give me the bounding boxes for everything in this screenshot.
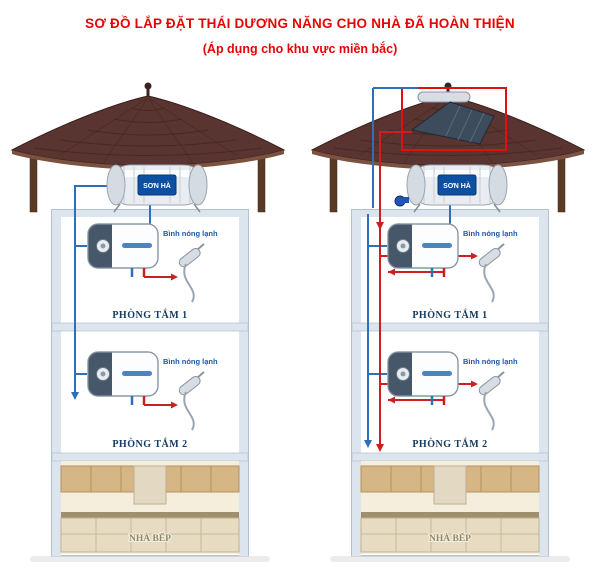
- flow-arrow-down: [364, 440, 372, 448]
- cold-feed-pipe: [372, 87, 418, 208]
- shower: [178, 371, 205, 431]
- floor-slab: [351, 452, 549, 462]
- collector-manifold: [417, 91, 471, 103]
- shower: [478, 371, 505, 431]
- house-right: NHÀ BẾP: [310, 82, 586, 562]
- floor-slab: [51, 452, 249, 462]
- solar-collector: [401, 87, 507, 151]
- house-left: NHÀ BẾP: [10, 82, 286, 562]
- roof-finial: [144, 82, 152, 90]
- tank-stand: [113, 203, 201, 213]
- shower-hose: [483, 391, 495, 431]
- room-label: PHÒNG TẮM 1: [412, 308, 487, 321]
- tank-stand: [413, 203, 501, 213]
- range-hood: [133, 465, 167, 505]
- bathroom-1-right: Bình nóng lạnh PHÒNG TẮM 1: [387, 223, 518, 321]
- floor-slab: [351, 322, 549, 332]
- cold-pipe-main: [367, 214, 387, 440]
- shower-head: [178, 247, 201, 268]
- shower-hose: [183, 263, 195, 303]
- heater-label: Bình nóng lạnh: [163, 229, 218, 238]
- flow-arrow-down: [376, 222, 384, 230]
- flow-arrow-left: [388, 396, 395, 404]
- eave-board: [12, 150, 284, 170]
- room-label: PHÒNG TẮM 2: [412, 437, 487, 450]
- kitchen-label: NHÀ BẾP: [129, 531, 171, 544]
- lower-cabinets: [60, 517, 240, 553]
- shower-head: [178, 375, 201, 396]
- collector-panel: [410, 101, 495, 145]
- flow-arrow-down: [376, 444, 384, 452]
- ground-shadow: [330, 556, 570, 562]
- flow-arrow-left: [388, 268, 395, 276]
- water-heater: [87, 223, 159, 277]
- flow-arrow-down: [71, 392, 79, 400]
- kitchen-right: NHÀ BẾP: [360, 461, 540, 554]
- pavilion-post: [29, 151, 38, 213]
- solar-tank-right: SƠN HÀ: [394, 164, 508, 213]
- page-title: SƠ ĐỒ LẮP ĐẶT THÁI DƯƠNG NĂNG CHO NHÀ ĐÃ…: [85, 16, 515, 31]
- room-label: PHÒNG TẮM 2: [112, 437, 187, 450]
- roof-tile-rows: [33, 107, 263, 156]
- heater-label: Bình nóng lạnh: [463, 357, 518, 366]
- tank-brand-badge: [437, 174, 477, 196]
- range-hood: [433, 465, 467, 505]
- collector-highlight-box: [401, 87, 507, 151]
- pavilion-post: [557, 151, 566, 213]
- collector-tubes: [445, 105, 485, 143]
- shower-hose: [483, 263, 495, 303]
- pipes-left: [71, 185, 178, 409]
- kitchen-label: NHÀ BẾP: [429, 531, 471, 544]
- cold-pipe-main: [74, 185, 109, 392]
- pavilion-post: [329, 151, 338, 213]
- bathroom-2-right: Bình nóng lạnh PHÒNG TẮM 2: [387, 351, 518, 450]
- kitchen-left: NHÀ BẾP: [60, 461, 240, 554]
- tank-brand: SƠN HÀ: [143, 181, 171, 190]
- floor-slab: [51, 322, 249, 332]
- bathroom-2-left: Bình nóng lạnh PHÒNG TẮM 2: [87, 351, 218, 450]
- page-subtitle: (Áp dụng cho khu vực miền bắc): [202, 42, 398, 56]
- ground-shadow: [30, 556, 270, 562]
- shower-head: [478, 247, 501, 268]
- tank-brand-badge: [137, 174, 177, 196]
- heater-label: Bình nóng lạnh: [163, 357, 218, 366]
- bathroom-1-left: Bình nóng lạnh PHÒNG TẮM 1: [87, 223, 218, 321]
- pavilion-post: [257, 151, 266, 213]
- shower: [178, 243, 205, 303]
- hot-pipe-main: [379, 131, 412, 448]
- flow-arrow-right: [471, 380, 478, 388]
- heater-label: Bình nóng lạnh: [463, 229, 518, 238]
- shower-head: [478, 375, 501, 396]
- flow-arrow-right: [471, 252, 478, 260]
- shower-hose: [183, 391, 195, 431]
- water-heater: [387, 351, 459, 405]
- shower: [478, 243, 505, 303]
- solar-tank-left: SƠN HÀ: [106, 164, 208, 213]
- pagoda-roof-left: [10, 82, 286, 170]
- flow-arrow-right: [171, 401, 178, 409]
- tank-brand: SƠN HÀ: [443, 181, 471, 190]
- room-label: PHÒNG TẮM 1: [112, 308, 187, 321]
- pump-icon: [403, 197, 409, 203]
- lower-cabinets: [360, 517, 540, 553]
- flow-arrow-right: [171, 273, 178, 281]
- countertop: [61, 512, 239, 518]
- water-heater: [387, 223, 459, 277]
- countertop: [361, 512, 539, 518]
- water-heater: [87, 351, 159, 405]
